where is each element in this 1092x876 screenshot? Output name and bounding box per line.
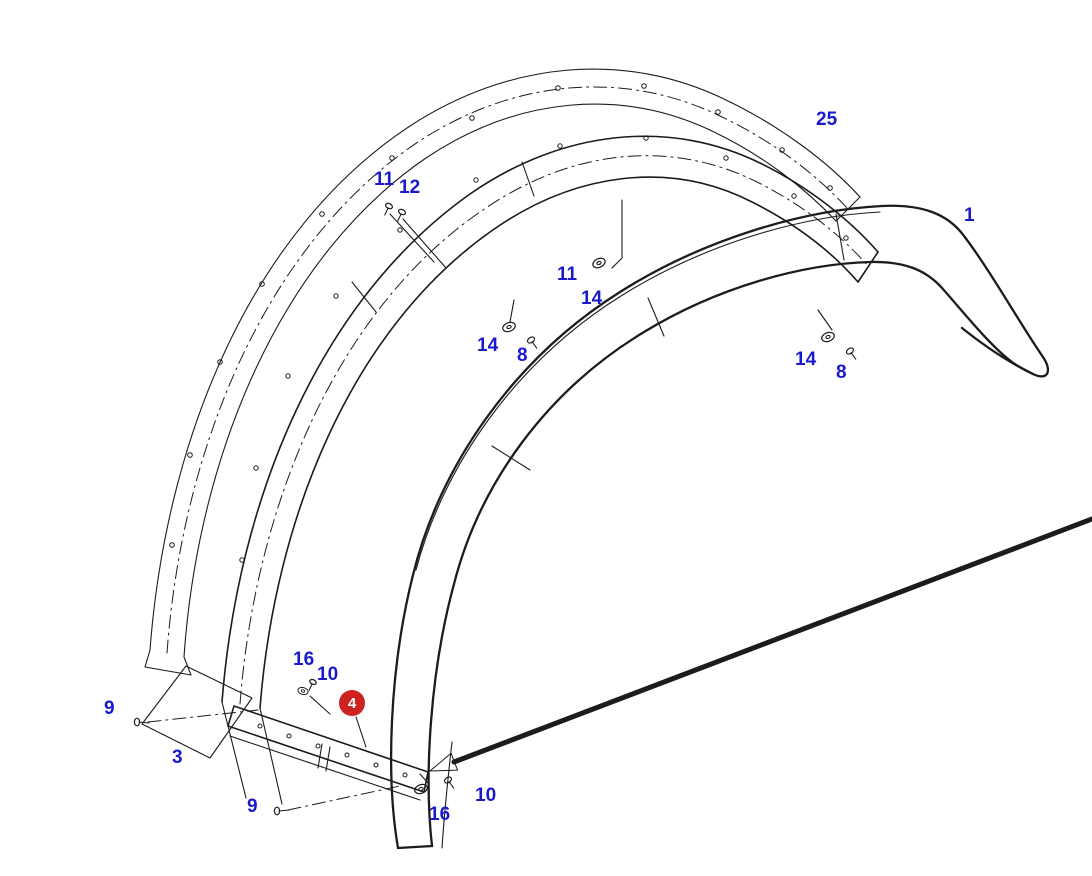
extension-strip-part-25 — [144, 68, 861, 676]
part-label-11-top: 11 — [374, 169, 395, 190]
bolt-icon — [308, 678, 317, 691]
highlight-badge-label: 4 — [347, 694, 357, 712]
leader-lines — [147, 199, 833, 811]
part-label-11-mid: 11 — [557, 264, 578, 285]
bolt-icon — [397, 208, 407, 222]
mount-plate-part-3 — [141, 665, 253, 759]
bolt-icon — [443, 776, 455, 789]
outer-fender-part-1 — [390, 204, 1050, 850]
washer-icon — [592, 257, 606, 269]
screw-icon — [133, 717, 150, 727]
part-label-9-bottom: 9 — [247, 796, 258, 817]
inner-fender-panel — [221, 135, 879, 805]
part-label-8-right: 8 — [836, 362, 847, 383]
part-label-9-left: 9 — [104, 698, 115, 719]
bolt-icon — [845, 347, 857, 360]
highlight-badge-part-4[interactable]: 4 — [339, 690, 365, 716]
part-label-25: 25 — [816, 109, 838, 130]
part-label-14-right: 14 — [795, 349, 817, 370]
hardware-fasteners — [133, 202, 857, 816]
part-label-8-left: 8 — [517, 345, 528, 366]
part-label-10-left: 10 — [317, 664, 339, 685]
part-label-1: 1 — [964, 205, 975, 226]
part-label-3: 3 — [172, 747, 183, 768]
part-label-16-bottom: 16 — [429, 804, 451, 825]
part-label-12: 12 — [399, 177, 421, 198]
washer-icon — [502, 321, 516, 333]
pointer-arrow — [429, 516, 1092, 772]
washer-icon — [297, 686, 309, 696]
bolt-icon — [384, 202, 394, 216]
bolt-icon — [526, 336, 538, 349]
washer-icon — [821, 331, 835, 343]
washer-icon — [414, 783, 428, 795]
part-label-10-bottom: 10 — [475, 785, 497, 806]
part-label-14-left: 14 — [477, 335, 499, 356]
part-label-16-left: 16 — [293, 649, 315, 670]
mount-rail — [227, 705, 429, 801]
part-label-14-mid: 14 — [581, 288, 603, 309]
screw-icon — [273, 806, 290, 816]
